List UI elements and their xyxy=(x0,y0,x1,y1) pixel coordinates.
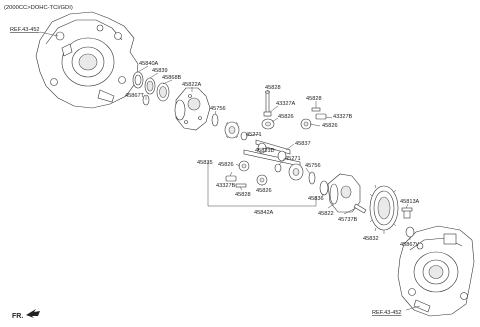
plug-45813A[interactable] xyxy=(401,207,413,219)
snap-ring-45756-lower[interactable] xyxy=(308,171,316,185)
part-label-43327B-right[interactable]: 43327B xyxy=(333,114,353,120)
bolt-45737B[interactable] xyxy=(353,203,367,214)
pinion-gear-45826-right[interactable] xyxy=(300,118,312,130)
part-label-45831D[interactable]: 45831D xyxy=(255,148,275,154)
part-label-45828-top[interactable]: 45828 xyxy=(265,85,281,91)
bearing-45836[interactable] xyxy=(319,180,329,196)
part-label-45828-right[interactable]: 45828 xyxy=(306,96,322,102)
pinion-gear-45826-bottom[interactable] xyxy=(256,174,268,186)
part-label-45839[interactable]: 45839 xyxy=(152,68,168,74)
part-label-45836[interactable]: 45836 xyxy=(308,196,324,202)
upper-housing-ref[interactable]: REF.43-452 xyxy=(10,27,40,33)
front-direction-marker: FR. xyxy=(12,309,40,320)
part-label-45832[interactable]: 45832 xyxy=(363,236,379,242)
part-label-45271-lower[interactable]: 45271 xyxy=(285,156,301,162)
bearing-45868B[interactable] xyxy=(156,82,170,102)
pinion-gear-45826-lower-left[interactable] xyxy=(238,160,250,172)
differential-case-45822[interactable] xyxy=(327,173,361,213)
part-label-45835[interactable]: 45835 xyxy=(197,160,213,166)
pinion-shaft-45828-lower[interactable] xyxy=(235,183,247,188)
part-label-45837[interactable]: 45837 xyxy=(295,141,311,147)
part-label-45756-lower[interactable]: 45756 xyxy=(305,163,321,169)
pinion-shaft-45837[interactable] xyxy=(255,139,291,155)
ring-gear-45832[interactable] xyxy=(369,184,399,232)
part-label-45867V[interactable]: 45867V xyxy=(400,242,420,248)
pinion-gear-45826-top[interactable] xyxy=(261,118,275,130)
pinion-shaft-45828-right[interactable] xyxy=(311,107,321,112)
front-arrow-icon xyxy=(26,309,40,318)
front-label: FR. xyxy=(12,313,23,320)
snap-ring-45756-upper[interactable] xyxy=(211,113,219,127)
bearing-race-45839[interactable] xyxy=(144,77,156,95)
transaxle-housing-lower xyxy=(397,225,475,317)
part-label-43327A[interactable]: 43327A xyxy=(276,101,296,107)
part-label-45822[interactable]: 45822 xyxy=(318,211,334,217)
part-label-45826-right[interactable]: 45826 xyxy=(322,123,338,129)
washer-45271-lower[interactable] xyxy=(274,163,282,173)
part-label-45828-lower[interactable]: 45828 xyxy=(235,192,251,198)
part-label-45842A[interactable]: 45842A xyxy=(254,210,274,216)
shim-45867V[interactable] xyxy=(405,226,415,238)
part-label-45271-upper[interactable]: 45271 xyxy=(246,132,262,138)
part-label-45756-upper[interactable]: 45756 xyxy=(210,106,226,112)
engine-spec-label: (2000CC>DOHC-TCI/GDI) xyxy=(4,5,73,11)
part-label-45813A[interactable]: 45813A xyxy=(400,199,420,205)
part-label-45840A[interactable]: 45840A xyxy=(139,61,159,67)
side-gear-lower[interactable] xyxy=(288,163,304,181)
part-label-45737B[interactable]: 45737B xyxy=(338,217,358,223)
part-label-45867T[interactable]: 45867T xyxy=(125,93,145,99)
transaxle-housing-upper xyxy=(35,11,139,109)
differential-case-45822A[interactable] xyxy=(174,87,211,131)
part-label-45868B[interactable]: 45868B xyxy=(162,75,182,81)
lock-pin-43327A[interactable] xyxy=(263,111,272,117)
lock-pin-43327B-right[interactable] xyxy=(315,113,327,120)
part-label-43327B-lower[interactable]: 43327B xyxy=(216,183,236,189)
lower-housing-ref[interactable]: REF.43-452 xyxy=(372,310,402,316)
part-label-45826-bottom[interactable]: 45826 xyxy=(256,188,272,194)
part-label-45826-top[interactable]: 45826 xyxy=(278,114,294,120)
part-label-45822A[interactable]: 45822A xyxy=(182,82,202,88)
side-gear-upper[interactable] xyxy=(224,121,240,139)
part-label-45826-lower-left[interactable]: 45826 xyxy=(218,162,234,168)
lock-pin-43327B-lower[interactable] xyxy=(225,175,237,182)
oil-seal-45840A[interactable] xyxy=(132,71,144,89)
